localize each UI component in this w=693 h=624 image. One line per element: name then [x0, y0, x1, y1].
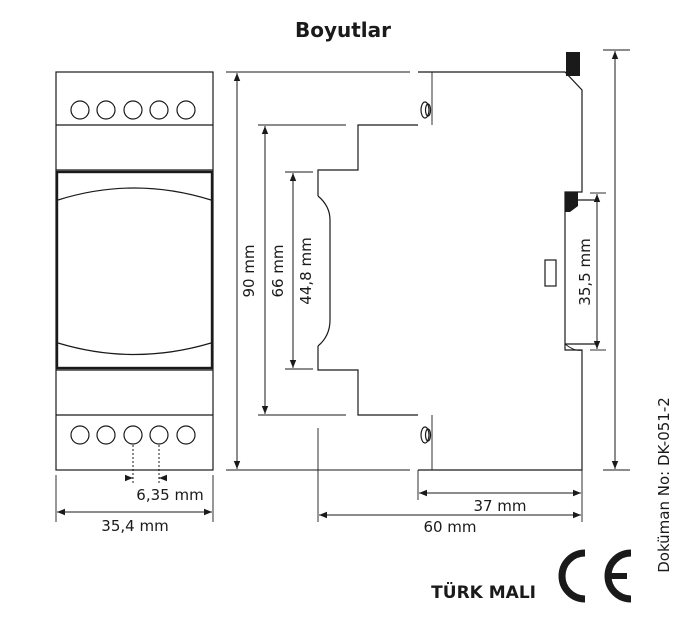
page-title: Boyutlar	[295, 18, 391, 42]
overall-height-dimension	[603, 49, 630, 471]
height-66-dimension: 66 mm	[258, 124, 346, 416]
front-view	[55, 71, 214, 471]
height-44-8-label: 44,8 mm	[297, 237, 315, 304]
origin-label: TÜRK MALI	[431, 581, 536, 603]
width-dimension: 35,4 mm	[55, 475, 214, 535]
pitch-label: 6,35 mm	[136, 486, 203, 504]
width-label: 35,4 mm	[101, 517, 168, 535]
document-number: Doküman No: DK-051-2	[655, 397, 673, 573]
ce-mark-icon	[558, 549, 632, 603]
height-44-8-dimension: 44,8 mm	[285, 171, 315, 370]
top-terminals	[70, 100, 196, 120]
depth-60-label: 60 mm	[423, 518, 476, 536]
height-90-dimension: 90 mm	[226, 71, 410, 471]
depth-37-dimension: 37 mm	[417, 470, 583, 522]
pitch-dimension: 6,35 mm	[125, 445, 204, 504]
height-90-label: 90 mm	[240, 244, 258, 297]
bottom-terminals	[70, 425, 196, 445]
side-view	[317, 52, 596, 471]
depth-60-dimension: 60 mm	[317, 428, 581, 536]
height-35-5-dimension: 35,5 mm	[576, 192, 606, 351]
height-66-label: 66 mm	[269, 244, 287, 297]
height-35-5-label: 35,5 mm	[576, 238, 594, 305]
depth-37-label: 37 mm	[473, 497, 526, 515]
